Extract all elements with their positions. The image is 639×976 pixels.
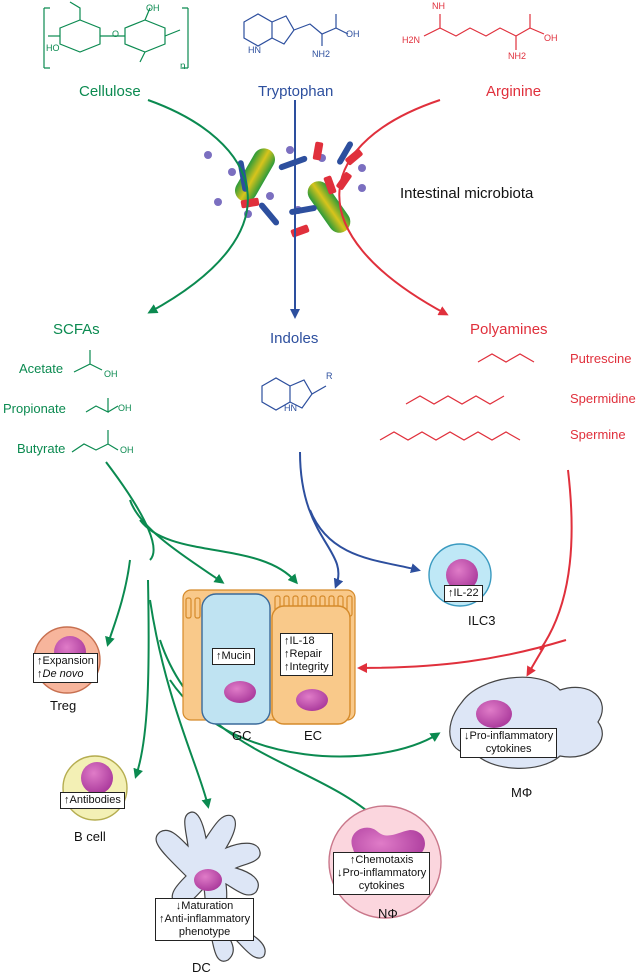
- microbiota-cluster: [204, 141, 366, 238]
- nphi-effect-proinflammatory: ↓Pro-inflammatory: [337, 867, 427, 879]
- bcell-effect: ↑Antibodies: [64, 794, 121, 806]
- ec-effect-integrity: ↑Integrity: [284, 661, 329, 673]
- dc-effect-box: ↓Maturation ↑Anti-inflammatory phenotype: [155, 898, 255, 941]
- arginine-structure: [423, 14, 545, 50]
- treg-effect-expansion: ↑Expansion: [37, 655, 94, 667]
- ilc3-effect: ↑IL-22: [448, 587, 479, 599]
- indoles-title: Indoles: [270, 330, 319, 347]
- arginine-label: Arginine: [486, 83, 542, 100]
- cellulose-o-label: O: [112, 29, 120, 39]
- arginine-h2n-label: H2N: [402, 35, 421, 45]
- treg-label: Treg: [50, 698, 77, 713]
- indole-structure: [261, 377, 327, 411]
- scfa-structures: [71, 350, 119, 453]
- nphi-effect-cytokines: cytokines: [358, 880, 405, 892]
- cellulose-to-scfas-arrow: [147, 99, 249, 314]
- dc-label: DC: [192, 960, 211, 975]
- indole-hn-label: HN: [284, 403, 297, 413]
- microbiota-label: Intestinal microbiota: [400, 185, 534, 202]
- polyamines-title: Polyamines: [470, 321, 548, 338]
- tryptophan-label: Tryptophan: [258, 83, 334, 100]
- tryptophan-structure: [243, 13, 349, 47]
- propionate-oh-label: OH: [118, 403, 132, 413]
- mphi-effect-line2: cytokines: [485, 743, 532, 755]
- polyamines-to-mphi-arrow: [526, 644, 546, 677]
- ilc3-effect-box: ↑IL-22: [444, 585, 483, 602]
- cellulose-ho-label: HO: [46, 43, 60, 53]
- spermine-label: Spermine: [570, 427, 626, 442]
- arginine-nh2-label: NH2: [508, 51, 527, 61]
- gc-effect: ↑Mucin: [216, 650, 251, 662]
- treg-effect-box: ↑Expansion ↑De novo: [33, 653, 98, 683]
- nphi-label: NΦ: [378, 906, 398, 921]
- gc-effect-box: ↑Mucin: [212, 648, 255, 665]
- polyamine-structures: [379, 353, 535, 441]
- epithelium: [182, 589, 356, 725]
- nphi-effect-chemotaxis: ↑Chemotaxis: [349, 854, 414, 866]
- mphi-effect-line1: ↓Pro-inflammatory: [464, 730, 554, 742]
- mphi-effect-box: ↓Pro-inflammatory cytokines: [460, 728, 558, 758]
- propionate-label: Propionate: [3, 401, 66, 416]
- scfas-title: SCFAs: [53, 321, 100, 338]
- ilc3-label: ILC3: [468, 613, 496, 628]
- tryptophan-hn-label: HN: [248, 45, 261, 55]
- mphi-label: MΦ: [511, 785, 533, 800]
- dc-effect-antiinflammatory: ↑Anti-inflammatory: [159, 913, 251, 925]
- ec-effect-il18: ↑IL-18: [284, 635, 315, 647]
- bcell-effect-box: ↑Antibodies: [60, 792, 125, 809]
- ec-effect-box: ↑IL-18 ↑Repair ↑Integrity: [280, 633, 333, 676]
- dc-effect-phenotype: phenotype: [178, 926, 231, 938]
- polyamines-to-ec-arrow: [357, 639, 567, 673]
- cellulose-oh-label: OH: [146, 3, 160, 13]
- spermidine-label: Spermidine: [570, 391, 636, 406]
- dc-effect-maturation: ↓Maturation: [175, 900, 234, 912]
- cellulose-label: Cellulose: [79, 83, 141, 100]
- indoles-to-ilc3-arrow: [309, 509, 421, 574]
- tryptophan-nh2-label: NH2: [312, 49, 331, 59]
- butyrate-label: Butyrate: [17, 441, 66, 456]
- arginine-to-polyamines-arrow: [338, 99, 449, 316]
- arginine-nh-label: NH: [432, 1, 445, 11]
- bcell-cell: [62, 755, 128, 821]
- treg-effect-denovo: ↑De novo: [37, 668, 84, 680]
- nphi-effect-box: ↑Chemotaxis ↓Pro-inflammatory cytokines: [333, 852, 431, 895]
- ec-label: EC: [304, 728, 323, 743]
- indoles-to-ec-arrow: [299, 451, 344, 589]
- acetate-label: Acetate: [19, 361, 64, 376]
- ec-effect-repair: ↑Repair: [284, 648, 322, 660]
- arginine-oh-label: OH: [544, 33, 558, 43]
- gc-label: GC: [232, 728, 252, 743]
- cellulose-structure: [43, 1, 189, 69]
- putrescine-label: Putrescine: [570, 351, 632, 366]
- butyrate-oh-label: OH: [120, 445, 134, 455]
- polyamines-down-line: [539, 469, 573, 651]
- acetate-oh-label: OH: [104, 369, 118, 379]
- indole-r-label: R: [326, 371, 333, 381]
- tryptophan-oh-label: OH: [346, 29, 360, 39]
- bcell-label: B cell: [74, 829, 106, 844]
- cellulose-n-subscript: n: [180, 61, 186, 72]
